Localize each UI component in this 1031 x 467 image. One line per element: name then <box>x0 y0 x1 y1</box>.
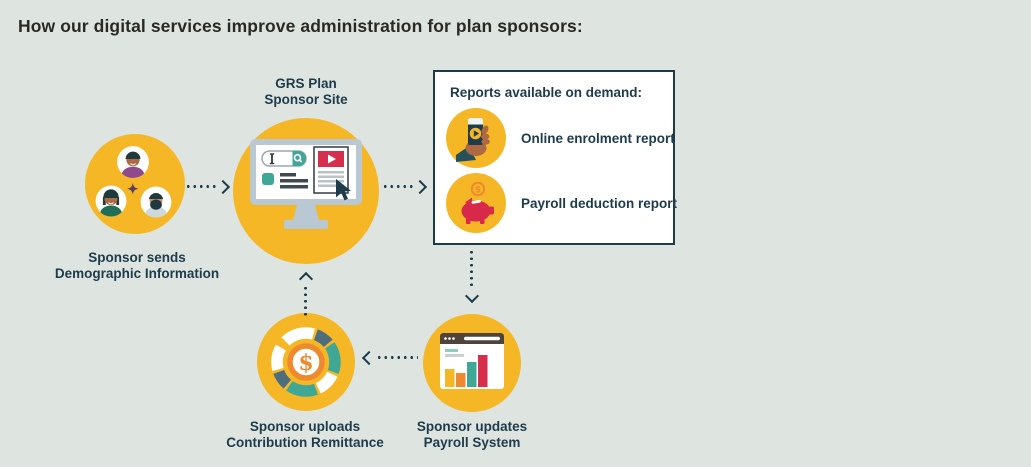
grs-site-label: GRS Plan Sponsor Site <box>226 76 386 107</box>
label-line: Sponsor updates <box>416 419 528 434</box>
contribution-node: $ <box>257 313 355 411</box>
sparkle-icon <box>127 183 139 195</box>
flow-arrow-site-to-reports <box>382 179 428 195</box>
reports-panel: Reports available on demand: Online enro… <box>433 70 677 245</box>
contribution-label: Sponsor uploads Contribution Remittance <box>205 419 405 450</box>
bar-chart-browser-icon <box>440 333 504 389</box>
people-group-icon <box>95 146 172 218</box>
report-item: Online enrolment report <box>446 108 675 168</box>
monitor-icon <box>250 139 362 229</box>
report-icon-circle: $ <box>446 173 506 233</box>
flow-arrow-reports-to-payroll <box>464 249 480 304</box>
reports-panel-title: Reports available on demand: <box>450 85 643 100</box>
flow-arrow-contribution-to-site <box>298 271 314 318</box>
phone-in-hand-icon <box>456 118 490 162</box>
report-item-label: Payroll deduction report <box>521 195 678 211</box>
label-line: GRS Plan <box>275 76 337 91</box>
grs-site-node <box>233 118 379 264</box>
sponsor-demographic-label: Sponsor sends Demographic Information <box>17 250 257 281</box>
piggy-bank-icon: $ <box>461 181 494 224</box>
dollar-sign: $ <box>475 185 481 195</box>
label-line: Sponsor uploads <box>249 419 361 434</box>
sponsor-demographic-node <box>85 134 185 234</box>
payroll-label: Sponsor updates Payroll System <box>382 419 562 450</box>
report-icon-circle <box>446 108 506 168</box>
flow-arrow-payroll-to-contribution <box>361 350 419 366</box>
payroll-node <box>423 314 521 412</box>
dollar-sign: $ <box>298 350 313 376</box>
label-line: Demographic Information <box>54 265 220 281</box>
donut-chart-icon: $ <box>271 327 341 397</box>
label-line: Sponsor sends <box>88 250 186 265</box>
flow-arrow-demographic-to-site <box>185 179 231 195</box>
report-item: $ Payroll deduction report <box>446 173 677 233</box>
report-item-label: Online enrolment report <box>521 130 675 146</box>
label-line: Contribution Remittance <box>226 434 384 450</box>
label-line: Sponsor Site <box>264 91 348 107</box>
page-title: How our digital services improve adminis… <box>18 16 583 36</box>
label-line: Payroll System <box>423 434 521 450</box>
cursor-icon <box>336 179 351 201</box>
